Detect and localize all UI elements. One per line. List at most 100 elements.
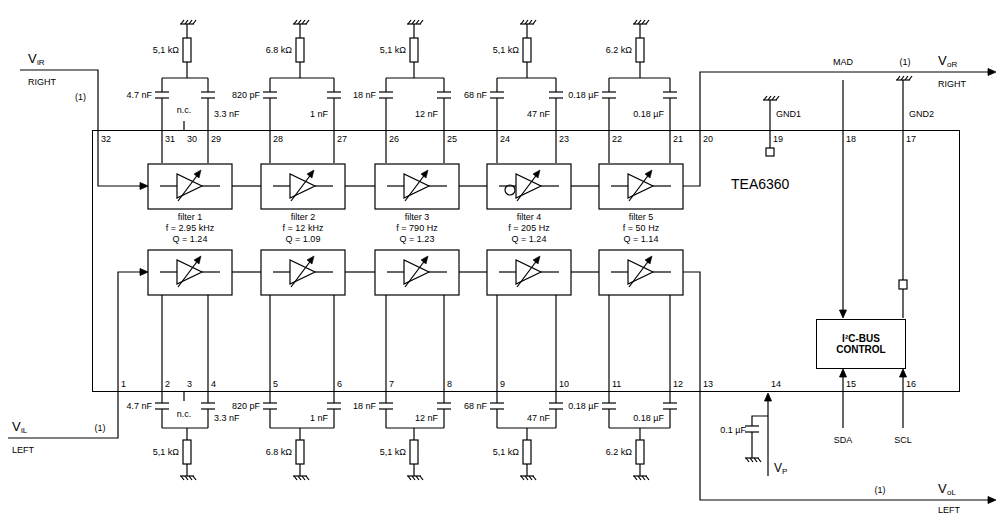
wire	[385, 78, 386, 92]
variable-gain-arrow	[291, 173, 312, 201]
wire	[555, 409, 556, 428]
nc-pin	[183, 121, 184, 130]
variable-gain-arrow	[533, 170, 540, 178]
ground-symbol	[189, 20, 192, 24]
filter-spec: f = 50 Hz	[623, 224, 659, 233]
ground-symbol	[521, 476, 524, 480]
filter-spec: Q = 1.24	[173, 235, 208, 244]
wire	[496, 295, 497, 403]
variable-gain-arrow	[405, 259, 426, 287]
ground-symbol	[776, 96, 779, 100]
capacitor-symbol	[745, 425, 759, 426]
amplifier-symbol	[611, 185, 628, 186]
component-value: 18 nF	[353, 402, 376, 411]
variable-gain-arrow	[178, 259, 199, 287]
signal-symbol: iL	[21, 427, 27, 435]
ground-symbol	[302, 20, 305, 24]
amplifier-symbol	[429, 271, 447, 272]
signal-name: SCL	[894, 436, 912, 445]
resistor-symbol	[183, 38, 191, 62]
ground-symbol	[416, 476, 419, 480]
wire	[496, 78, 497, 92]
filter-spec: f = 790 Hz	[396, 224, 437, 233]
wire	[413, 428, 414, 440]
filter-spec: Q = 1.24	[512, 235, 547, 244]
ground-symbol	[420, 20, 423, 24]
capacitor-symbol	[437, 402, 451, 403]
ground-symbol	[412, 20, 415, 24]
pin-number: 3	[187, 380, 192, 389]
wire	[459, 271, 487, 272]
wire	[571, 271, 599, 272]
filter-spec: f = 205 Hz	[508, 224, 549, 233]
ground-symbol	[642, 20, 645, 24]
capacitor-symbol	[379, 97, 393, 98]
component-value: 0.18 µF	[568, 402, 599, 411]
wire	[443, 295, 444, 403]
capacitor-symbol	[549, 402, 563, 403]
wire	[161, 78, 162, 92]
ground-symbol	[905, 76, 908, 80]
component-value: 6.8 kΩ	[266, 448, 292, 457]
ground-symbol	[909, 76, 912, 80]
wire	[767, 401, 768, 476]
wire	[902, 377, 903, 428]
pin-number: 4	[211, 380, 216, 389]
amplifier-symbol	[499, 271, 516, 272]
component-value: 6.8 kΩ	[266, 46, 292, 55]
wire	[186, 62, 187, 78]
pin-number: 31	[165, 135, 175, 144]
signal-name: RIGHT	[28, 78, 56, 87]
pin-number: 25	[447, 135, 457, 144]
wire	[413, 464, 414, 476]
pin-number: 9	[500, 380, 505, 389]
wire	[555, 78, 556, 92]
ground-symbol	[633, 475, 647, 476]
amplifier-block	[261, 250, 345, 295]
pin-number: 6	[337, 380, 342, 389]
wire	[751, 432, 752, 458]
signal-name: GND1	[776, 110, 801, 119]
pin-number: 12	[673, 380, 683, 389]
circle-symbol	[505, 185, 515, 195]
pin-number: 7	[389, 380, 394, 389]
capacitor-symbol	[155, 402, 169, 403]
ground-symbol	[746, 458, 749, 462]
amplifier-block	[599, 164, 683, 209]
pin-number: 15	[846, 380, 856, 389]
wire	[186, 428, 187, 440]
component-value: 5,1 kΩ	[153, 448, 179, 457]
amplifier-block	[148, 250, 232, 295]
wire	[8, 272, 140, 438]
wire	[186, 24, 187, 38]
filter-spec: Q = 1.14	[624, 235, 659, 244]
wire	[608, 409, 609, 428]
wire	[683, 272, 988, 500]
wire	[333, 295, 334, 403]
ground-symbol	[185, 476, 188, 480]
component-value: 820 pF	[232, 402, 260, 411]
ground-symbol	[193, 476, 196, 480]
amplifier-block	[375, 164, 459, 209]
component-value: 68 nF	[464, 91, 487, 100]
ground-symbol	[294, 20, 297, 24]
pin-number: 14	[771, 380, 781, 389]
ground-symbol	[408, 20, 411, 24]
wire	[162, 77, 208, 78]
wire	[345, 185, 375, 186]
filter-spec: Q = 1.09	[286, 235, 321, 244]
wire	[386, 427, 444, 428]
component-value: 12 nF	[415, 110, 438, 119]
wire	[385, 295, 386, 403]
wire	[459, 185, 487, 186]
pin-number: 11	[612, 380, 621, 389]
ground-symbol	[642, 476, 645, 480]
ground-symbol	[408, 476, 411, 480]
note-marker: (1)	[900, 58, 911, 67]
signal-name: GND2	[909, 110, 934, 119]
wire	[161, 295, 162, 403]
capacitor-symbol	[155, 97, 169, 98]
signal-symbol: P	[782, 468, 787, 476]
ground-symbol	[646, 476, 649, 480]
ground-symbol	[529, 20, 532, 24]
